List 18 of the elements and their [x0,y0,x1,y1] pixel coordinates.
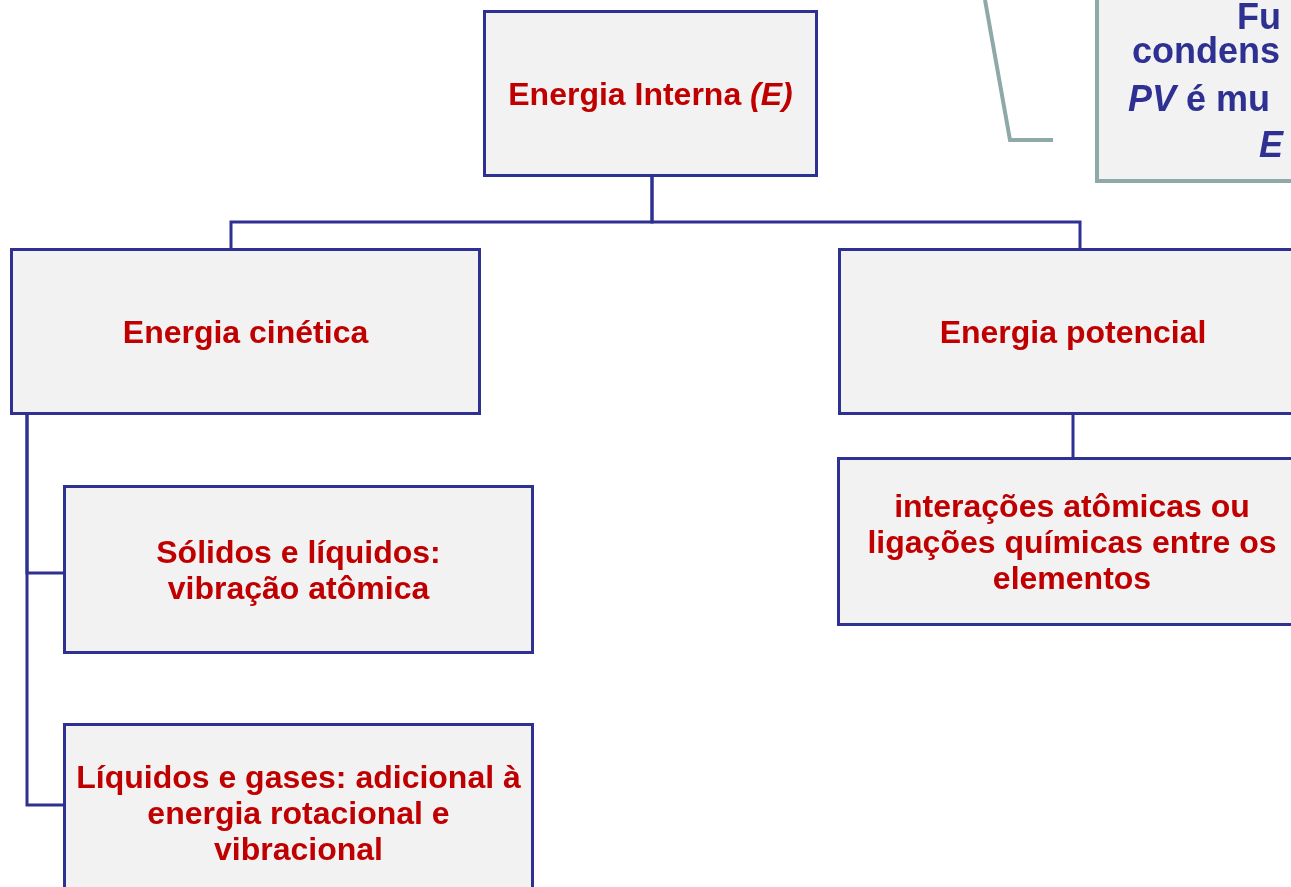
callout-text: E [1259,126,1283,164]
connector-line [1071,415,1075,457]
node-label: Energia potencial [939,313,1207,350]
node-label: Líquidos e gases: adicional à energia rotacional e vibracional [75,759,522,867]
concept-box [837,457,1291,626]
concept-box [63,485,534,654]
connector-line [25,415,63,807]
callout-text: PV é mu [1128,80,1271,118]
callout-box [1095,0,1291,183]
concept-box [10,248,481,415]
node-label: interações atômicas ou ligações químicas entre os elementos [866,487,1278,596]
concept-box [63,723,534,887]
connector-line [650,177,1082,248]
node-label: Energia Interna (E) [508,75,793,112]
concept-box [838,248,1291,415]
concept-box [483,10,818,177]
node-label: Energia cinética [122,313,369,350]
node-label: Sólidos e líquidos: vibração atômica [155,533,442,606]
